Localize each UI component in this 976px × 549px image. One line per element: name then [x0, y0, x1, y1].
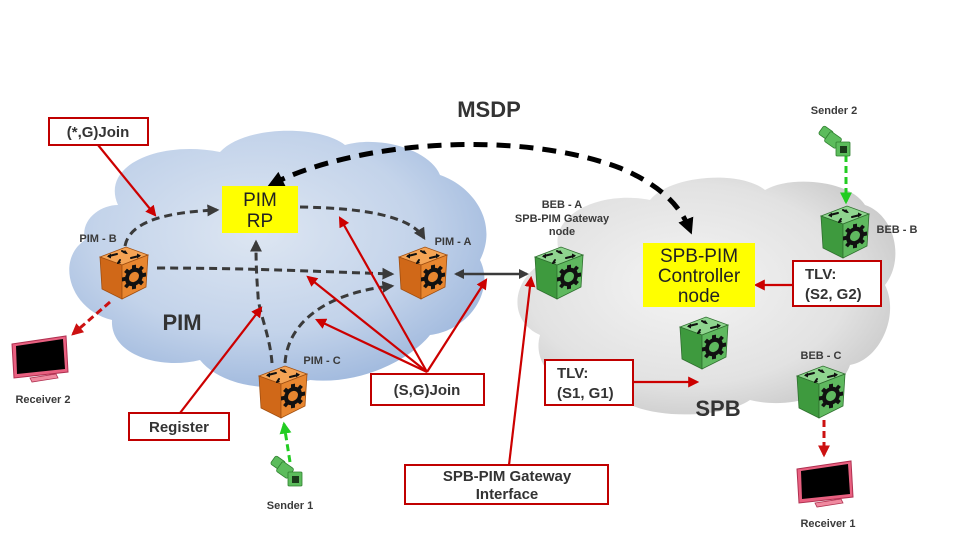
callout-register-text: Register: [149, 419, 209, 436]
router-beb-b[interactable]: BEB - B: [820, 205, 918, 259]
beb-a-label-line-3: node: [549, 226, 575, 238]
callout-star-g-join-text: (*,G)Join: [67, 124, 130, 141]
callout-gateway-interface-line-1: SPB-PIM Gateway: [443, 468, 572, 485]
receiver-1-label: Receiver 1: [800, 518, 855, 530]
router-beb-a[interactable]: BEB - A SPB-PIM Gateway node: [515, 199, 610, 300]
arrow-sg-join-1: [338, 216, 428, 373]
pim-cloud-label: PIM: [162, 310, 201, 335]
callout-tlv-s1-g1-line-1: TLV:: [557, 365, 588, 382]
router-pim-c[interactable]: PIM - C: [258, 355, 341, 419]
title-msdp: MSDP: [457, 97, 521, 122]
spb-cloud-label: SPB: [695, 396, 740, 421]
callout-tlv-s2-g2-line-1: TLV:: [805, 266, 836, 283]
sender-1-label: Sender 1: [267, 500, 313, 512]
flow-pimb-to-pima: [156, 266, 395, 280]
arrow-star-g-join: [97, 144, 157, 217]
router-pim-a[interactable]: PIM - A: [398, 236, 472, 300]
pim-a-label: PIM - A: [435, 236, 472, 248]
arrow-register: [179, 306, 263, 414]
router-icon: [258, 365, 308, 419]
callout-star-g-join: (*,G)Join: [48, 117, 149, 146]
sender-2-label: Sender 2: [811, 105, 857, 117]
sender-2[interactable]: Sender 2: [811, 105, 857, 157]
beb-c-label: BEB - C: [801, 350, 842, 362]
callout-tlv-s2-g2: TLV: (S2, G2): [792, 260, 882, 307]
flow-pimc-register-to-rp: [250, 239, 274, 364]
receiver-2-label: Receiver 2: [15, 394, 70, 406]
monitor-icon: [796, 460, 854, 508]
pim-rp-line-1: PIM: [243, 190, 277, 211]
arrow-sg-join-3: [315, 318, 428, 373]
callout-tlv-s1-g1-line-2: (S1, G1): [557, 385, 614, 402]
flow-sender1-to-pimc: [279, 421, 292, 463]
callout-tlv-s2-g2-line-2: (S2, G2): [805, 286, 862, 303]
router-beb-c[interactable]: BEB - C: [796, 350, 846, 419]
pim-rp-box: PIM RP: [222, 186, 298, 233]
receiver-1[interactable]: Receiver 1: [796, 460, 856, 530]
pim-c-label: PIM - C: [303, 355, 340, 367]
msdp-session-arc: [267, 142, 694, 235]
pim-b-label: PIM - B: [79, 233, 116, 245]
camera-icon: [817, 124, 851, 157]
callout-s-g-join: (S,G)Join: [370, 373, 485, 406]
arrow-gateway-interface: [507, 275, 536, 466]
router-pim-b[interactable]: PIM - B: [79, 233, 149, 300]
callout-register: Register: [128, 412, 230, 441]
beb-a-label-line-2: SPB-PIM Gateway: [515, 213, 610, 225]
flow-pimc-to-pima: [283, 280, 395, 364]
pim-rp-line-2: RP: [247, 211, 273, 232]
flow-rp-to-pima: [299, 205, 426, 241]
sender-1[interactable]: Sender 1: [267, 454, 313, 512]
beb-a-label-line-1: BEB - A: [542, 199, 583, 211]
flow-pimb-to-receiver2: [71, 300, 111, 336]
spb-controller-line-1: SPB-PIM: [660, 246, 738, 267]
arrow-sg-join-4: [426, 278, 488, 373]
beb-b-label: BEB - B: [877, 224, 918, 236]
camera-icon: [269, 454, 303, 487]
receiver-2[interactable]: Receiver 2: [11, 335, 71, 406]
spb-controller-line-2: Controller: [658, 266, 741, 287]
spb-controller-box: SPB-PIM Controller node: [643, 243, 755, 307]
flow-pimb-to-rp: [123, 204, 220, 247]
router-icon: [796, 365, 846, 419]
callout-gateway-interface: SPB-PIM Gateway Interface: [404, 464, 609, 505]
callout-s-g-join-text: (S,G)Join: [394, 382, 461, 399]
callout-gateway-interface-line-2: Interface: [476, 486, 539, 503]
callout-tlv-s1-g1: TLV: (S1, G1): [544, 359, 634, 406]
spb-controller-line-3: node: [678, 286, 720, 307]
monitor-icon: [11, 335, 69, 383]
arrow-sg-join-2: [306, 275, 428, 373]
